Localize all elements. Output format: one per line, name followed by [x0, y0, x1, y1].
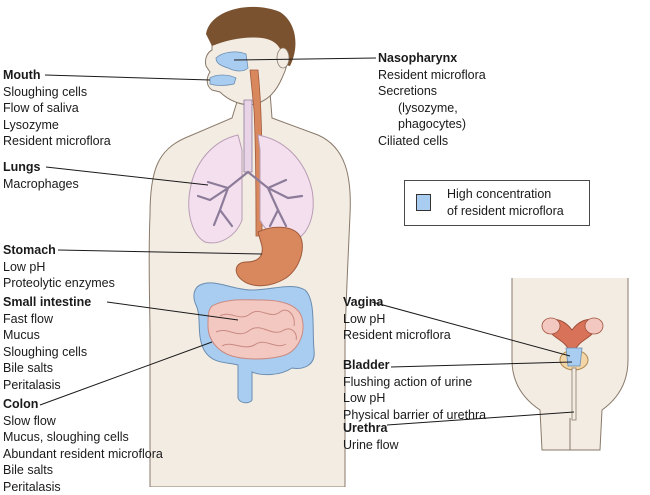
colon-item: Abundant resident microflora — [3, 446, 163, 463]
mouth-item: Resident microflora — [3, 133, 111, 150]
nasopharynx-item: Resident microflora — [378, 67, 486, 84]
lungs-title: Lungs — [3, 159, 79, 176]
bladder-title: Bladder — [343, 357, 486, 374]
vagina-title: Vagina — [343, 294, 451, 311]
stomach-item: Low pH — [3, 259, 115, 276]
legend-line-1: High concentration — [447, 186, 564, 203]
ovary-left — [542, 318, 560, 334]
colon-item: Slow flow — [3, 413, 163, 430]
stomach-item: Proteolytic enzymes — [3, 275, 115, 292]
mouth-region — [210, 75, 236, 86]
small-intestine-item: Sloughing cells — [3, 344, 91, 361]
small-intestine-title: Small intestine — [3, 294, 91, 311]
small-intestine-label: Small intestine Fast flow Mucus Sloughin… — [3, 294, 91, 393]
mouth-item: Sloughing cells — [3, 84, 111, 101]
legend-text: High concentration of resident microflor… — [447, 186, 564, 220]
colon-title: Colon — [3, 396, 163, 413]
legend-line-2: of resident microflora — [447, 203, 564, 220]
colon-label: Colon Slow flow Mucus, sloughing cells A… — [3, 396, 163, 495]
nasopharynx-item: Ciliated cells — [378, 133, 486, 150]
pelvis-figure — [512, 278, 628, 450]
mouth-item: Lysozyme — [3, 117, 111, 134]
vagina-region — [566, 348, 582, 366]
small-intestine-item: Fast flow — [3, 311, 91, 328]
ear — [277, 48, 289, 68]
legend-swatch — [416, 194, 431, 211]
small-intestine-item: Mucus — [3, 327, 91, 344]
stomach-label: Stomach Low pH Proteolytic enzymes — [3, 242, 115, 292]
small-intestine-item: Bile salts — [3, 360, 91, 377]
urethra-title: Urethra — [343, 420, 399, 437]
bladder-item: Flushing action of urine — [343, 374, 486, 391]
colon-item: Bile salts — [3, 462, 163, 479]
mouth-item: Flow of saliva — [3, 100, 111, 117]
urethra-item: Urine flow — [343, 437, 399, 454]
trachea — [244, 100, 252, 172]
stomach-title: Stomach — [3, 242, 115, 259]
legend-box: High concentration of resident microflor… — [404, 180, 590, 226]
vagina-item: Resident microflora — [343, 327, 451, 344]
colon-item: Mucus, sloughing cells — [3, 429, 163, 446]
lungs-item: Macrophages — [3, 176, 79, 193]
bladder-item: Low pH — [343, 390, 486, 407]
small-intestine-item: Peritalasis — [3, 377, 91, 394]
bladder-label: Bladder Flushing action of urine Low pH … — [343, 357, 486, 423]
vagina-item: Low pH — [343, 311, 451, 328]
nasopharynx-item: (lysozyme, — [378, 100, 486, 117]
small-intestine-organ — [208, 300, 303, 359]
nasopharynx-title: Nasopharynx — [378, 50, 486, 67]
urethra-label: Urethra Urine flow — [343, 420, 399, 453]
nasopharynx-label: Nasopharynx Resident microflora Secretio… — [378, 50, 486, 149]
ovary-right — [585, 318, 603, 334]
nasopharynx-item: phagocytes) — [378, 116, 486, 133]
mouth-label: Mouth Sloughing cells Flow of saliva Lys… — [3, 67, 111, 150]
nasopharynx-item: Secretions — [378, 83, 486, 100]
mouth-title: Mouth — [3, 67, 111, 84]
vagina-label: Vagina Low pH Resident microflora — [343, 294, 451, 344]
lungs-label: Lungs Macrophages — [3, 159, 79, 192]
